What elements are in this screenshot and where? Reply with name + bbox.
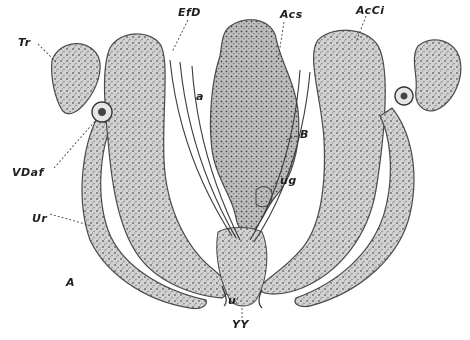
label-a: a xyxy=(196,90,204,103)
label-ur: Ur xyxy=(32,212,47,225)
ug-process xyxy=(256,187,272,207)
label-u: u xyxy=(228,294,236,307)
label-acs: Acs xyxy=(280,8,303,21)
left-coil-organ xyxy=(92,102,112,122)
label-yy: YY xyxy=(232,318,249,331)
label-ug: ug xyxy=(280,174,297,187)
label-acci: AcCi xyxy=(356,4,385,17)
right-side-lobe xyxy=(414,40,460,111)
left-side-lobe xyxy=(52,44,100,114)
label-b: B xyxy=(300,128,309,141)
label-ab: A xyxy=(66,276,75,289)
right-coil-organ xyxy=(395,87,413,105)
label-efd: EfD xyxy=(178,6,201,19)
label-tr: Tr xyxy=(18,36,31,49)
label-vdaf: VDaf xyxy=(12,166,44,179)
central-body xyxy=(210,20,298,233)
